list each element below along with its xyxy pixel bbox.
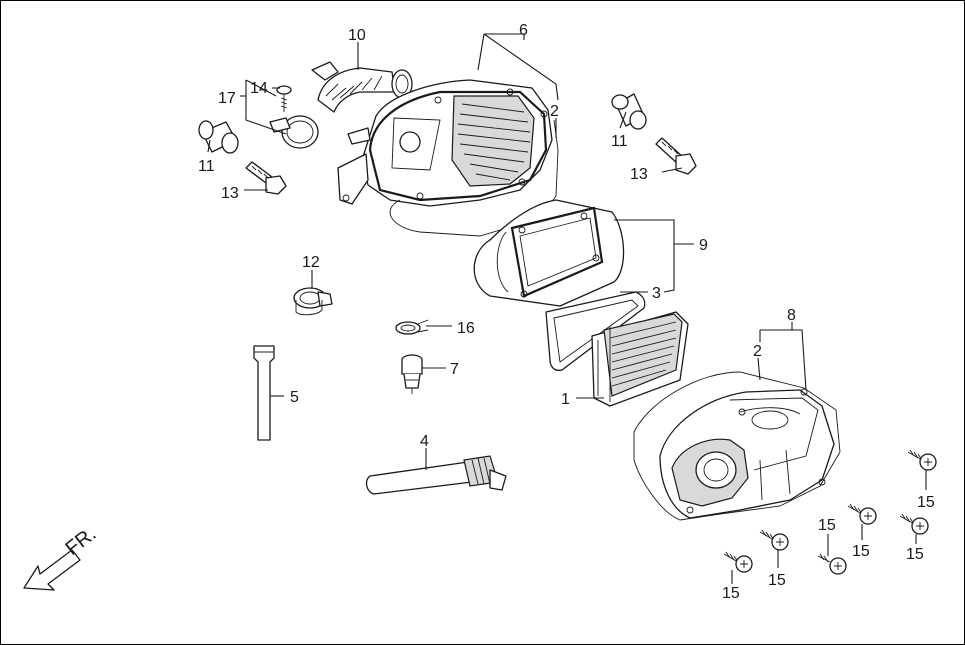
callout-4: 4 [420,433,429,450]
callout-15-b: 15 [852,543,870,560]
callout-labels: 10 6 2 14 17 11 13 11 13 9 3 12 16 7 5 8… [198,22,935,602]
screw-15-e-part [817,553,847,575]
callout-17: 17 [218,90,236,107]
bolt-13-right-part [655,137,697,175]
filter-element-part [473,199,625,307]
callout-15-e: 15 [768,572,786,589]
callout-9: 9 [699,237,708,254]
callout-13-right: 13 [630,166,648,183]
callout-6: 6 [519,22,528,39]
callout-12: 12 [302,254,320,271]
air-cleaner-upper-case-part [337,79,553,207]
front-direction-indicator: FR. [23,523,100,591]
bolt-13-left-part [245,161,287,195]
hose-clamp-12-part [293,287,333,316]
air-cleaner-lower-case-part [633,371,841,521]
callout-15-a: 15 [917,494,935,511]
callout-10: 10 [348,27,366,44]
screw-15-f-part [723,551,753,573]
callout-1: 1 [561,391,570,408]
grommet-11-right-part [611,93,647,130]
callout-14: 14 [250,80,268,97]
screw-15-a-part [907,449,937,471]
front-arrow-icon [23,549,81,591]
screw-15-c-part [899,513,929,535]
callout-16: 16 [457,320,475,337]
filter-screen-inner [553,299,639,363]
screw-14-part [276,85,292,112]
callout-15-d: 15 [818,517,836,534]
callout-2-lower: 2 [753,343,762,360]
callout-11-right: 11 [611,133,628,150]
screw-15-d-part [759,529,789,551]
callout-13-left: 13 [221,185,239,202]
breather-tube-4-part [365,455,507,495]
filter-cartridge-1-part [591,311,689,407]
callout-15-c: 15 [906,546,924,563]
drain-plug-7-part [401,354,423,394]
clamp-band-17-part [269,115,319,149]
grommet-11-left-part [198,120,239,154]
callout-3: 3 [652,285,661,302]
callout-8: 8 [787,307,796,324]
callout-2-upper: 2 [550,103,559,120]
callout-11-left: 11 [198,158,215,175]
callout-7: 7 [450,361,459,378]
leader-lines [207,33,927,584]
clip-16-part [395,319,429,335]
drain-tube-5-part [253,345,275,441]
callout-15-f: 15 [722,585,740,602]
callout-5: 5 [290,389,299,406]
screw-15-b-part [847,503,877,525]
